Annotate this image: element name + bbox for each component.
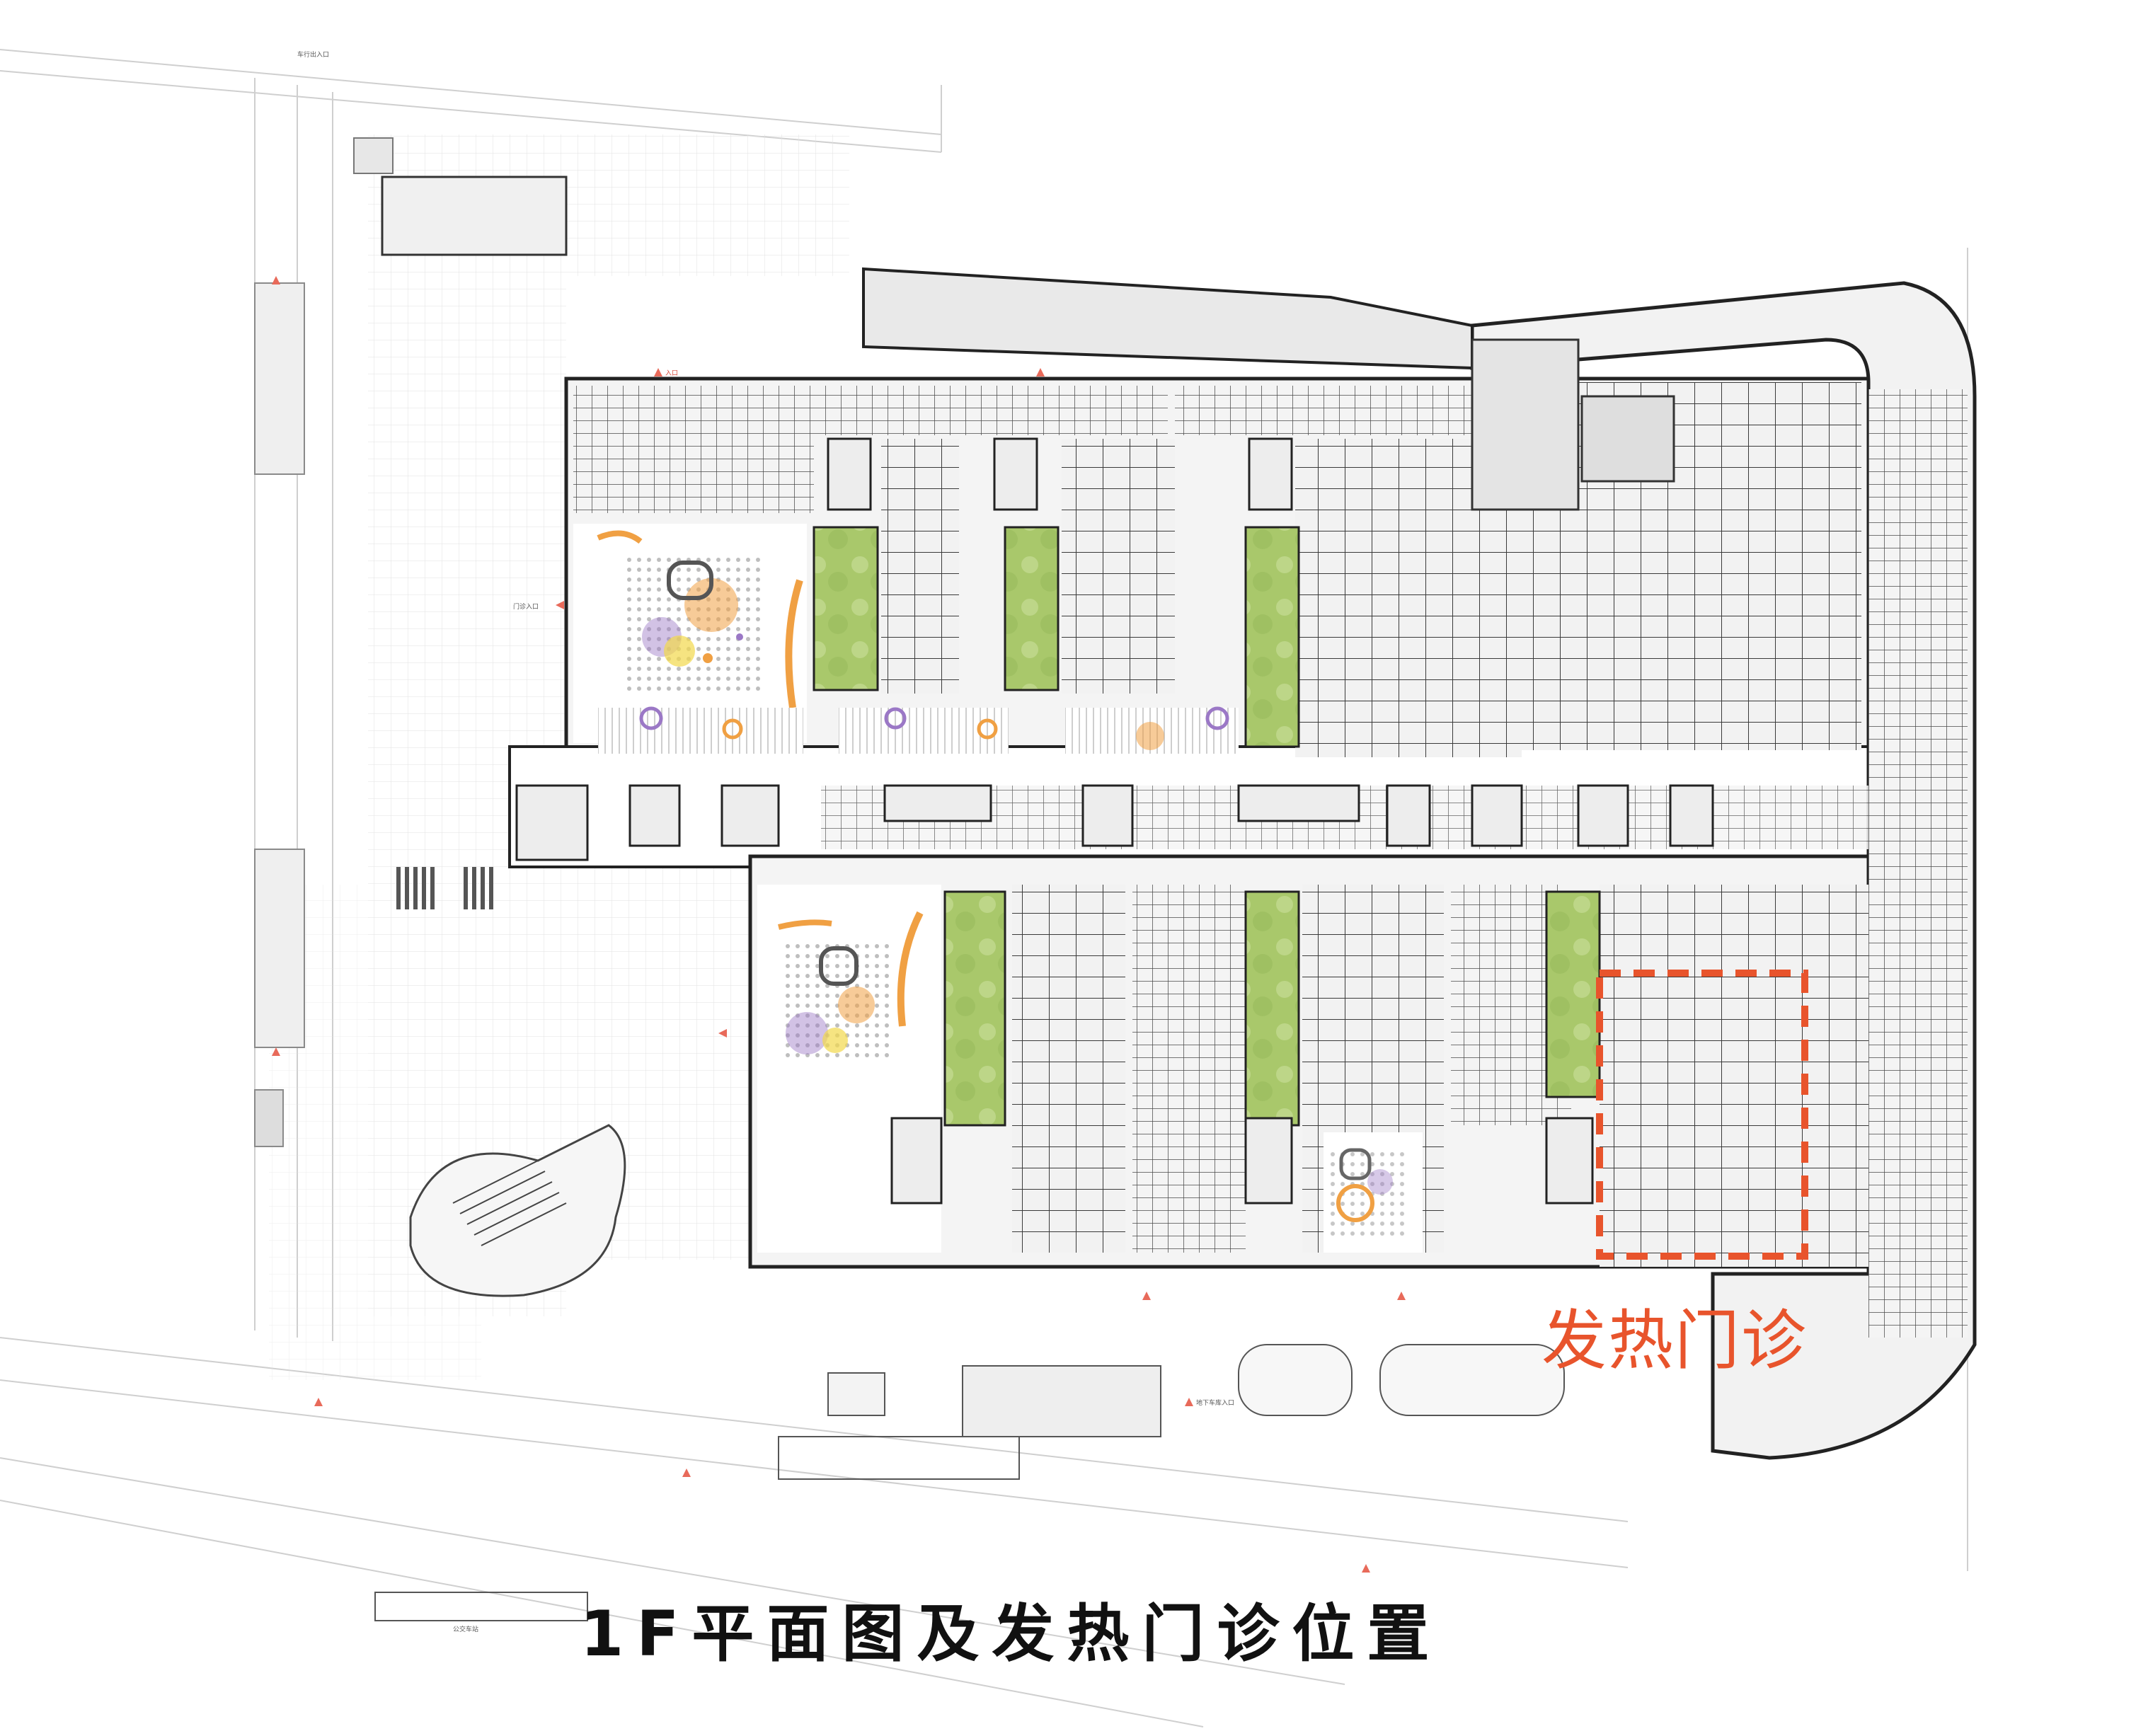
south-atrium [757, 885, 941, 1253]
entrance-markers [314, 368, 1406, 1573]
waiting-bands [598, 706, 1239, 754]
south-site [374, 1344, 1565, 1621]
west-road [254, 276, 305, 1147]
crosswalk [396, 867, 493, 909]
southeast-atrium [1324, 1132, 1423, 1253]
label-outpatient-entrance: 门诊入口 [513, 602, 539, 611]
page-title: 1F平面图及发热门诊位置 [580, 1597, 1442, 1670]
courtyard-3 [1244, 526, 1300, 748]
landscape-island [409, 1124, 626, 1297]
fever-clinic-outline [1596, 970, 1808, 1260]
label-entrance-north: 入口 [665, 369, 678, 377]
island-stairs [452, 1160, 567, 1246]
north-atrium [573, 524, 807, 743]
label-bus-stop: 公交车站 [453, 1625, 478, 1633]
cores [515, 437, 1714, 1205]
fever-clinic-label: 发热门诊 [1541, 1303, 1808, 1379]
label-underground-entrance: 地下车库入口 [1196, 1398, 1234, 1407]
label-vehicle-entrance: 车行出入口 [297, 50, 329, 59]
courtyard-2 [1004, 526, 1060, 691]
courtyard-1 [813, 526, 879, 691]
courtyard-5 [1244, 890, 1300, 1127]
courtyard-4 [943, 890, 1006, 1127]
courtyards [813, 526, 1601, 1127]
ramp-north [353, 137, 568, 256]
courtyard-6 [1545, 890, 1601, 1098]
